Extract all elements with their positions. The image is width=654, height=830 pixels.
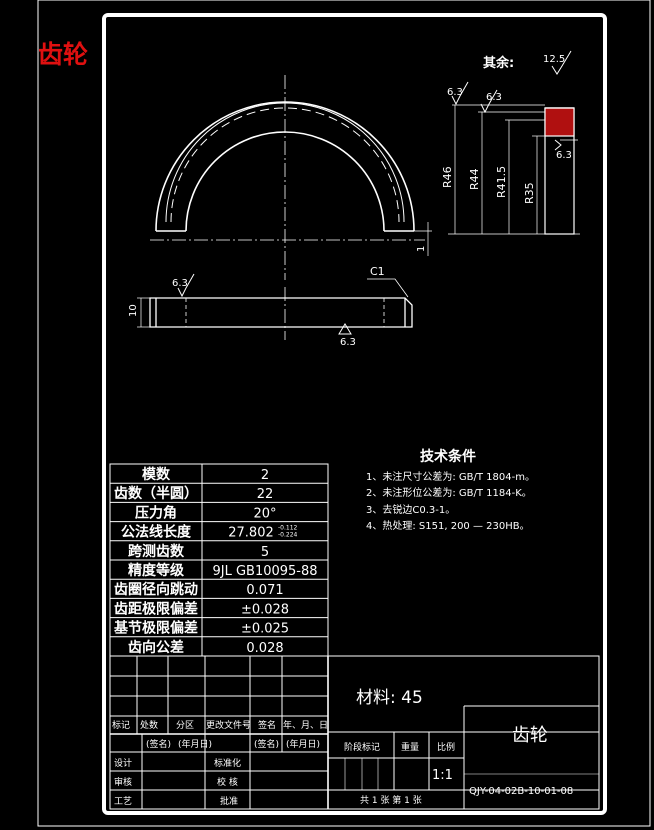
param-value: 27.802 <box>228 526 274 541</box>
tech-req-3: 3、去锐边C0.3-1。 <box>366 503 455 516</box>
roughness-top-left: 6.3 <box>447 87 463 98</box>
param-label: 公法线长度 <box>121 524 192 541</box>
drawing-number: QJY-04-02B-10-01-08 <box>469 786 573 797</box>
param-label: 齿数（半圆） <box>114 485 198 502</box>
surface-rest-label: 其余: <box>483 55 514 71</box>
page-title: 齿轮 <box>38 40 89 69</box>
role-review: 审核 <box>114 776 132 788</box>
tb-sign-2: (签名) <box>254 738 279 750</box>
stage-header-weight: 重量 <box>401 741 419 753</box>
param-rows: 模数 2 齿数（半圆） 22 压力角 20° 公法线长度 27.802 -0.112-0.224… <box>110 466 328 656</box>
tb-header-5: 年、月、日 <box>283 719 328 731</box>
param-label: 齿距极限偏差 <box>114 600 198 617</box>
tech-req-2: 2、未注形位公差为: GB/T 1184-K。 <box>366 486 532 499</box>
plan-view <box>137 278 413 340</box>
tech-req-1: 1、未注尺寸公差为: GB/T 1804-m。 <box>366 470 535 483</box>
dim-r35: R35 <box>523 182 536 204</box>
param-value: 9JL GB10095-88 <box>212 564 317 579</box>
front-view <box>150 75 432 280</box>
tb-header-1: 处数 <box>140 719 158 731</box>
param-label: 精度等级 <box>128 562 185 579</box>
tb-header-3: 更改文件号 <box>206 719 251 731</box>
param-tolerance-upper: -0.112 <box>278 525 298 532</box>
roughness-symbols <box>177 50 572 335</box>
dim-r46: R46 <box>441 166 454 188</box>
roughness-top-right: 6.3 <box>486 92 502 103</box>
param-value: ±0.025 <box>241 622 289 637</box>
material-label: 材料: 45 <box>356 688 423 708</box>
param-label: 压力角 <box>135 504 177 521</box>
role-approve: 批准 <box>220 795 238 807</box>
dim-thickness: 10 <box>128 304 139 317</box>
tb-sign-0: (签名) <box>146 738 171 750</box>
dim-chamfer: C1 <box>370 265 385 278</box>
param-value: 22 <box>257 487 274 502</box>
scale-value: 1:1 <box>432 768 453 783</box>
param-value: 2 <box>261 468 269 483</box>
param-label: 齿圈径向跳动 <box>114 581 198 598</box>
tech-req-4: 4、热处理: S151, 200 — 230HB。 <box>366 519 530 532</box>
tb-sign-1: (年月日) <box>178 738 212 750</box>
param-value: 20° <box>253 506 276 521</box>
tech-req-title: 技术条件 <box>420 448 476 465</box>
role-check: 校 核 <box>217 776 238 788</box>
surface-rest-value: 12.5 <box>543 54 565 65</box>
role-standard: 标准化 <box>214 757 241 769</box>
param-tolerance-lower: -0.224 <box>278 532 298 539</box>
roughness-side: 6.3 <box>556 150 572 161</box>
tb-sign-3: (年月日) <box>286 738 320 750</box>
dim-r44: R44 <box>468 168 481 190</box>
section-view <box>448 104 580 235</box>
param-label: 模数 <box>142 466 171 483</box>
outer-border <box>37 0 651 827</box>
part-name: 齿轮 <box>512 725 548 746</box>
param-value: 0.071 <box>246 583 283 598</box>
param-label: 基节极限偏差 <box>114 620 198 637</box>
tb-header-4: 签名 <box>258 719 276 731</box>
param-value: ±0.028 <box>241 602 289 617</box>
role-design: 设计 <box>114 757 132 769</box>
param-value: 0.028 <box>246 641 283 656</box>
param-value: 5 <box>261 545 269 560</box>
stage-header-mark: 阶段标记 <box>344 741 380 753</box>
dim-gap: 1 <box>416 246 427 252</box>
roughness-bottom: 6.3 <box>340 337 356 348</box>
sheet-count: 共 1 张 第 1 张 <box>360 794 422 806</box>
role-process: 工艺 <box>114 796 132 807</box>
dim-r41-5: R41.5 <box>495 166 508 198</box>
tb-header-2: 分区 <box>176 720 194 731</box>
tb-header-0: 标记 <box>112 719 130 731</box>
param-label: 跨测齿数 <box>128 543 185 560</box>
param-label: 齿向公差 <box>128 639 184 656</box>
inner-border <box>102 13 607 815</box>
title-block-grid <box>109 655 600 810</box>
roughness-lower-left: 6.3 <box>172 278 188 289</box>
stage-header-scale: 比例 <box>437 741 455 753</box>
